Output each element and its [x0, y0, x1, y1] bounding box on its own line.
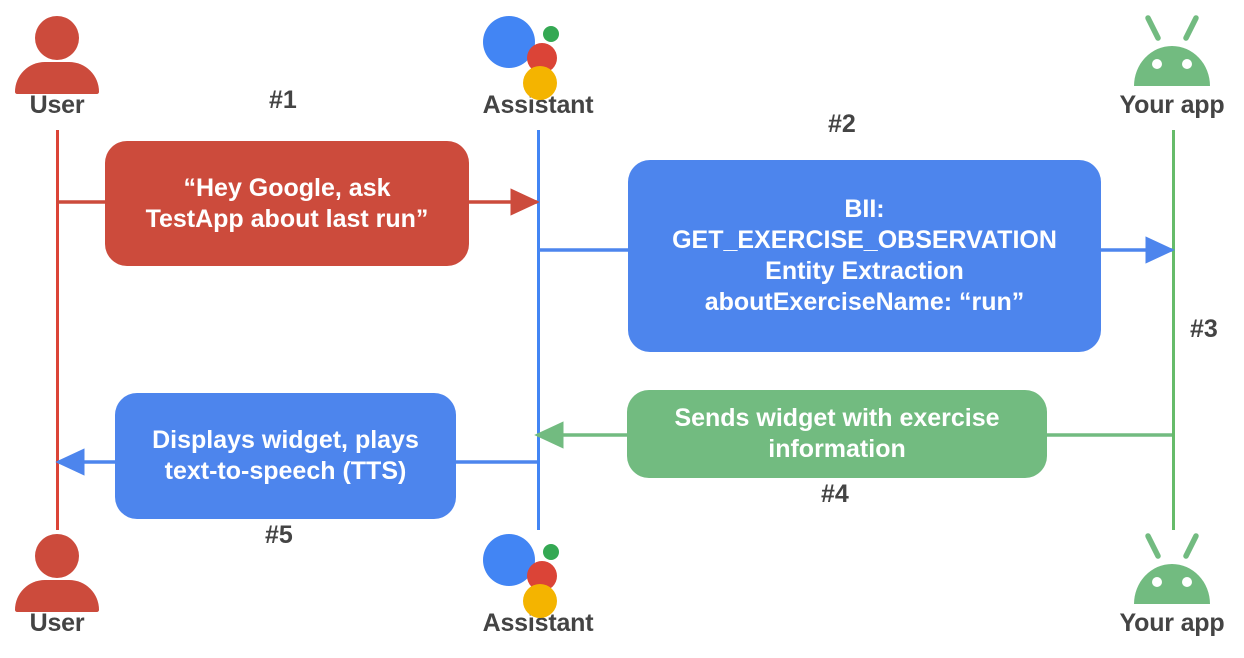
actor-label-user-bottom: User	[29, 609, 85, 637]
actor-label-app-bottom: Your app	[1119, 609, 1225, 637]
android-icon-svg	[1134, 533, 1210, 604]
message-box-5-text: Displays widget, plays text-to-speech (T…	[152, 426, 419, 485]
android-icon	[1097, 528, 1244, 610]
assistant-green-dot-icon	[543, 544, 559, 560]
actor-app-top: Your app	[1097, 10, 1244, 120]
lifeline-app	[1172, 130, 1175, 530]
android-icon-svg	[1134, 15, 1210, 86]
assistant-green-dot-icon	[543, 26, 559, 42]
actor-assistant-top: Assistant	[463, 10, 613, 120]
assistant-yellow-dot-icon	[523, 66, 557, 100]
google-assistant-icon	[463, 528, 613, 618]
message-box-1[interactable]: “Hey Google, ask TestApp about last run”	[105, 141, 469, 266]
lifeline-user	[56, 130, 59, 530]
actor-user-top: User	[0, 10, 132, 120]
message-box-2-text: BII: GET_EXERCISE_OBSERVATION Entity Ext…	[672, 195, 1057, 316]
step-label-2: #2	[828, 110, 856, 138]
message-box-5[interactable]: Displays widget, plays text-to-speech (T…	[115, 393, 456, 519]
android-icon	[1097, 10, 1244, 92]
person-head-shape	[35, 534, 79, 578]
person-icon	[0, 528, 132, 612]
message-box-2[interactable]: BII: GET_EXERCISE_OBSERVATION Entity Ext…	[628, 160, 1101, 352]
actor-assistant-bottom: Assistant	[463, 528, 613, 638]
assistant-blue-dot-icon	[483, 534, 535, 586]
step-label-1: #1	[269, 86, 297, 114]
person-body-shape	[15, 62, 99, 94]
step-label-3: #3	[1190, 315, 1218, 343]
person-icon	[0, 10, 132, 94]
person-body-shape	[15, 580, 99, 612]
message-box-4[interactable]: Sends widget with exercise information	[627, 390, 1047, 478]
actor-label-app-top: Your app	[1119, 91, 1225, 119]
google-assistant-icon	[463, 10, 613, 100]
step-label-5: #5	[265, 521, 293, 549]
assistant-yellow-dot-icon	[523, 584, 557, 618]
actor-label-user-top: User	[29, 91, 85, 119]
actor-user-bottom: User	[0, 528, 132, 638]
step-label-4: #4	[821, 480, 849, 508]
message-box-1-text: “Hey Google, ask TestApp about last run”	[145, 173, 429, 233]
message-box-4-text: Sends widget with exercise information	[674, 404, 1000, 463]
person-head-shape	[35, 16, 79, 60]
lifeline-assistant	[537, 130, 540, 530]
assistant-blue-dot-icon	[483, 16, 535, 68]
actor-app-bottom: Your app	[1097, 528, 1244, 638]
